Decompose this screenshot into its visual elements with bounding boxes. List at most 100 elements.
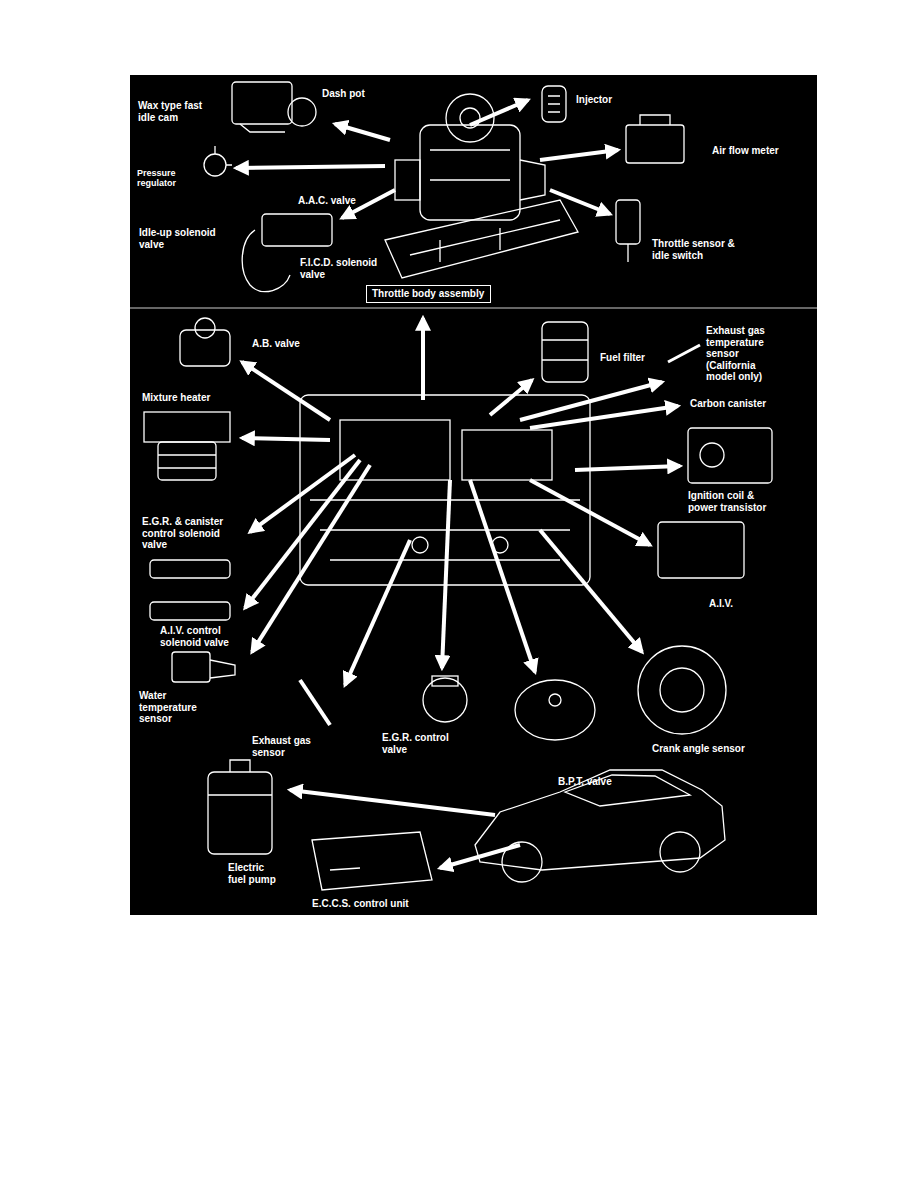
engine-component-icons-part	[515, 680, 595, 740]
engine-component-icons	[144, 318, 772, 740]
engine-drawing-part	[340, 420, 450, 480]
divider-line	[130, 308, 817, 309]
throttle-body-drawing-part	[420, 125, 520, 220]
engine-component-icons-part	[158, 442, 216, 480]
engine-component-icons-part	[432, 676, 458, 686]
car-drawing-part	[208, 760, 272, 795]
part-label: A.A.C. valve	[298, 195, 356, 207]
engine-component-icons-part	[150, 560, 230, 578]
leader-arrows-part	[490, 380, 532, 415]
engine-component-icons-part	[300, 680, 330, 725]
engine-component-icons-part	[660, 668, 704, 712]
leader-arrows-part	[236, 166, 385, 168]
top-component-icons-part	[640, 115, 670, 125]
part-label: Water temperature sensor	[139, 690, 204, 725]
engine-component-icons-part	[172, 652, 210, 682]
part-label: Crank angle sensor	[652, 743, 745, 755]
throttle-body-drawing-part	[395, 160, 420, 200]
part-label: Wax type fast idle cam	[138, 100, 218, 123]
leader-arrows-part	[345, 540, 410, 685]
top-component-icons-part	[262, 214, 332, 246]
part-label: E.G.R. control valve	[382, 732, 450, 755]
leader-arrows-part	[540, 530, 642, 652]
leader-arrows-part	[520, 382, 662, 420]
leader-arrows-part	[421, 318, 425, 400]
top-component-icons-part	[232, 82, 292, 124]
part-label: A.I.V. control solenoid valve	[160, 625, 240, 648]
car-drawing-part	[330, 868, 360, 870]
part-label: Electric fuel pump	[228, 862, 283, 885]
part-label: Idle-up solenoid valve	[139, 227, 234, 250]
engine-component-icons-part	[144, 412, 230, 442]
leader-arrows-part	[242, 438, 330, 440]
throttle-body-drawing-part	[430, 150, 545, 200]
leader-arrows-part	[442, 480, 450, 668]
throttle-body-drawing-part	[385, 200, 578, 278]
engine-component-icons-part	[700, 443, 724, 467]
part-label: Fuel filter	[600, 352, 645, 364]
engine-component-icons-part	[158, 455, 216, 468]
engine-drawing-part	[412, 537, 428, 553]
engine-component-icons-part	[658, 522, 744, 578]
leader-arrows-part	[470, 480, 535, 672]
part-label: Mixture heater	[142, 392, 210, 404]
engine-component-icons-part	[180, 330, 230, 366]
leader-arrows-part	[550, 190, 610, 214]
engine-component-icons-part	[542, 322, 588, 382]
engine-drawing-part	[462, 430, 552, 480]
leader-arrows-part	[245, 460, 360, 608]
part-label: F.I.C.D. solenoid valve	[300, 257, 380, 280]
top-component-icons-part	[626, 125, 684, 163]
engine-component-icons-part	[549, 694, 561, 706]
part-label: E.G.R. & canister control solenoid valve	[142, 516, 237, 551]
leader-arrows-part	[250, 455, 355, 532]
part-label: A.I.V.	[709, 598, 733, 610]
part-label: E.C.C.S. control unit	[312, 898, 409, 910]
leader-arrows-part	[530, 480, 650, 545]
leader-arrows-part	[242, 362, 330, 420]
engine-component-icons-part	[542, 340, 588, 360]
box-title: Throttle body assembly	[372, 288, 485, 300]
leader-arrows-part	[290, 790, 495, 815]
part-label: A.B. valve	[252, 338, 300, 350]
top-component-icons-part	[204, 154, 226, 176]
leader-arrows-part	[335, 124, 390, 140]
engine-component-icons-part	[195, 318, 215, 338]
part-label: Pressure regulator	[137, 168, 197, 189]
car-drawing	[208, 760, 725, 890]
leader-arrows-part	[440, 845, 520, 868]
black-panel	[130, 75, 817, 915]
top-component-icons	[204, 82, 684, 292]
leader-arrows-part	[540, 150, 618, 160]
engine-component-icons-part	[210, 660, 235, 678]
top-component-icons-part	[242, 230, 290, 292]
engine-component-icons-part	[150, 602, 230, 620]
part-label: Ignition coil & power transistor	[688, 490, 783, 513]
engine-component-icons-part	[423, 678, 467, 722]
part-label: Exhaust gas sensor	[252, 735, 322, 758]
part-label: Exhaust gas temperature sensor (Californ…	[706, 325, 781, 383]
top-component-icons-part	[215, 146, 232, 165]
leader-arrows-part	[470, 100, 528, 125]
top-component-icons-part	[542, 86, 566, 122]
top-component-icons-part	[288, 98, 316, 126]
engine-component-icons-part	[638, 646, 726, 734]
part-label: Injector	[576, 94, 612, 106]
car-drawing-part	[660, 832, 700, 872]
top-component-icons-part	[548, 96, 560, 112]
title-box: Throttle body assembly	[366, 285, 491, 303]
leader-arrows-part	[252, 465, 370, 652]
car-drawing-part	[475, 770, 725, 870]
part-label: Throttle sensor & idle switch	[652, 238, 737, 261]
top-component-icons-part	[616, 200, 640, 244]
top-component-icons-part	[627, 244, 628, 262]
car-drawing-part	[312, 832, 432, 890]
part-label: Carbon canister	[690, 398, 766, 410]
leader-arrows-part	[530, 406, 678, 428]
part-label: B.P.T. valve	[558, 776, 612, 788]
part-label: Air flow meter	[712, 145, 779, 157]
part-label: Dash pot	[322, 88, 365, 100]
engine-component-icons-part	[668, 345, 700, 362]
